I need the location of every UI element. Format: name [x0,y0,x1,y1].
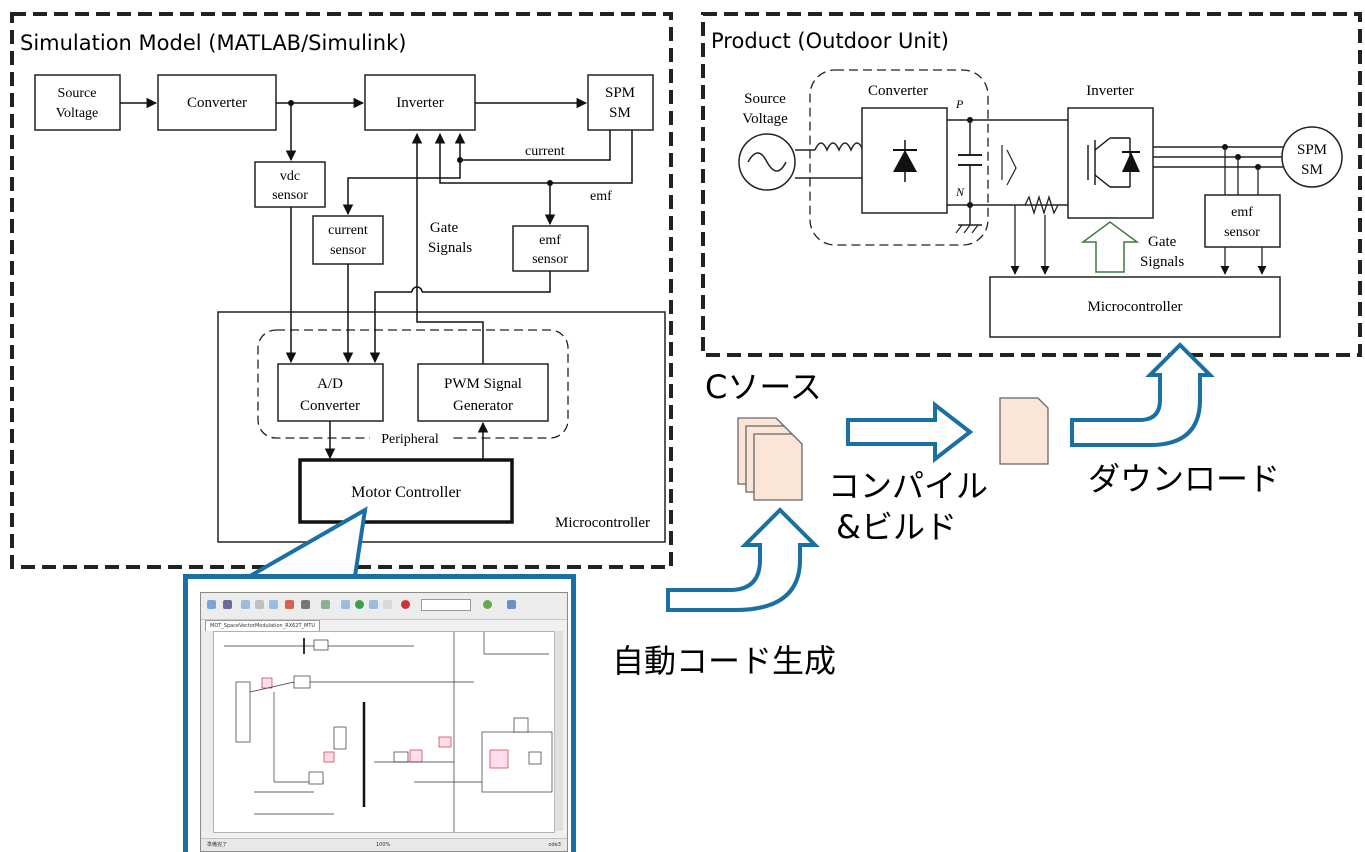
compile-build-label-2: &ビルド [836,508,957,546]
igbt-symbol [1087,137,1131,188]
run-icon [355,600,364,609]
stop-icon [383,600,392,609]
vertical-scrollbar [554,631,563,831]
new-model-icon [207,600,216,609]
sim-inverter-block [364,74,476,131]
auto-codegen-arrow [666,507,820,612]
download-label: ダウンロード [1088,460,1280,498]
simulation-model-title: Simulation Model (MATLAB/Simulink) [20,31,406,55]
product-gate-signals-label-1: Gate [1148,234,1177,250]
step-back-icon [341,600,350,609]
stop-time-field [421,599,471,611]
product-converter-group [809,69,989,246]
sim-converter-label: Converter [187,95,247,111]
vdc-sensor-label-1: vdc [280,169,300,184]
current-sensor-label-1: current [328,223,368,238]
motor-controller-block [298,458,514,524]
emf-sensor-label-1: emf [539,233,561,248]
sim-microcontroller-box [217,311,666,543]
sim-spmsm-label-2: SM [609,105,631,121]
gate-signals-label-2: Signals [428,240,472,256]
vdc-sensor-block [254,161,326,208]
sim-source-voltage-label-1: Source [58,86,97,101]
compile-build-label-1: コンパイル [828,467,988,505]
save-icon [223,600,232,609]
pwm-generator-label-1: PWM Signal [444,376,522,392]
product-title: Product (Outdoor Unit) [711,29,949,53]
product-microcontroller-label: Microcontroller [1088,299,1183,315]
p-node-label: P [955,97,964,111]
shunt-resistor-symbol [1024,194,1059,216]
sim-source-voltage-block [34,74,121,131]
sim-spmsm-label-1: SPM [605,85,635,101]
status-zoom-text: 100% [376,842,391,848]
current-signal-label: current [525,144,565,159]
emf-signal-label: emf [590,189,612,204]
gate-signals-arrow [1080,221,1140,273]
ac-source-symbol [738,133,796,191]
status-ready-text: 準備完了 [207,842,228,848]
ad-converter-block [277,363,384,422]
model-explorer-icon [321,600,330,609]
simulink-status-bar: 準備完了 100% ode3 [201,838,567,851]
product-emf-sensor-label-2: sensor [1224,225,1260,240]
product-source-voltage-label-1: Source [744,91,786,107]
status-solver-text: ode3 [548,842,562,848]
current-sensor-label-2: sensor [330,243,366,258]
simulation-model-panel: Simulation Model (MATLAB/Simulink) Sourc… [10,12,673,569]
gate-signals-label-1: Gate [430,220,459,236]
product-emf-sensor-label-1: emf [1231,205,1253,220]
compile-arrow [846,400,974,464]
library-icon [285,600,294,609]
chart-icon [507,600,516,609]
motor-controller-label: Motor Controller [351,484,461,501]
download-arrow [1070,342,1215,447]
pwm-generator-label-2: Generator [453,398,513,414]
n-node-label: N [955,185,965,199]
product-gate-signals-label-2: Signals [1140,254,1184,270]
record-icon [401,600,410,609]
current-sensor-block [312,215,384,265]
binary-document-icon [999,397,1049,465]
code-flow: Cソース コンパイル &ビルド ダウンロード 自動コード生成 [249,342,1280,680]
product-spmsm-label-1: SPM [1297,142,1327,158]
product-inverter-label: Inverter [1086,83,1133,99]
settings-gear-icon [301,600,310,609]
vdc-sensor-label-2: sensor [272,188,308,203]
step-forward-icon [369,600,378,609]
forward-icon [255,600,264,609]
peripheral-label: Peripheral [381,432,439,447]
pwm-generator-block [417,363,549,422]
product-converter-label: Converter [868,83,928,99]
inductor-symbol [814,142,864,152]
sim-microcontroller-label: Microcontroller [555,515,650,531]
auto-codegen-label: 自動コード生成 [612,642,836,680]
simulink-toolbar [201,593,567,620]
back-icon [241,600,250,609]
simulink-left-palette [201,631,213,831]
product-spmsm-label-2: SM [1301,162,1323,178]
simulink-screenshot: MOT_SpaceVectorModulation_RX62T_MTU [200,592,568,852]
product-source-voltage-label-2: Voltage [742,111,788,127]
simulink-canvas [213,631,555,833]
c-source-label: Cソース [705,368,822,406]
emf-sensor-label-2: sensor [532,252,568,267]
ad-converter-label-2: Converter [300,398,360,414]
sim-spmsm-block [587,74,654,131]
up-icon [269,600,278,609]
sim-source-voltage-label-2: Voltage [56,106,99,121]
sim-inverter-label: Inverter [396,95,443,111]
emf-sensor-block [512,225,589,272]
product-panel: Product (Outdoor Unit) Source Voltage Co… [701,12,1362,357]
product-emf-sensor-block [1204,194,1281,248]
ad-converter-label-1: A/D [317,376,343,392]
product-microcontroller-block [989,276,1281,338]
c-source-documents-icon [737,417,803,501]
product-motor-symbol [1281,126,1343,188]
product-inverter-block [1067,107,1154,219]
check-icon [483,600,492,609]
